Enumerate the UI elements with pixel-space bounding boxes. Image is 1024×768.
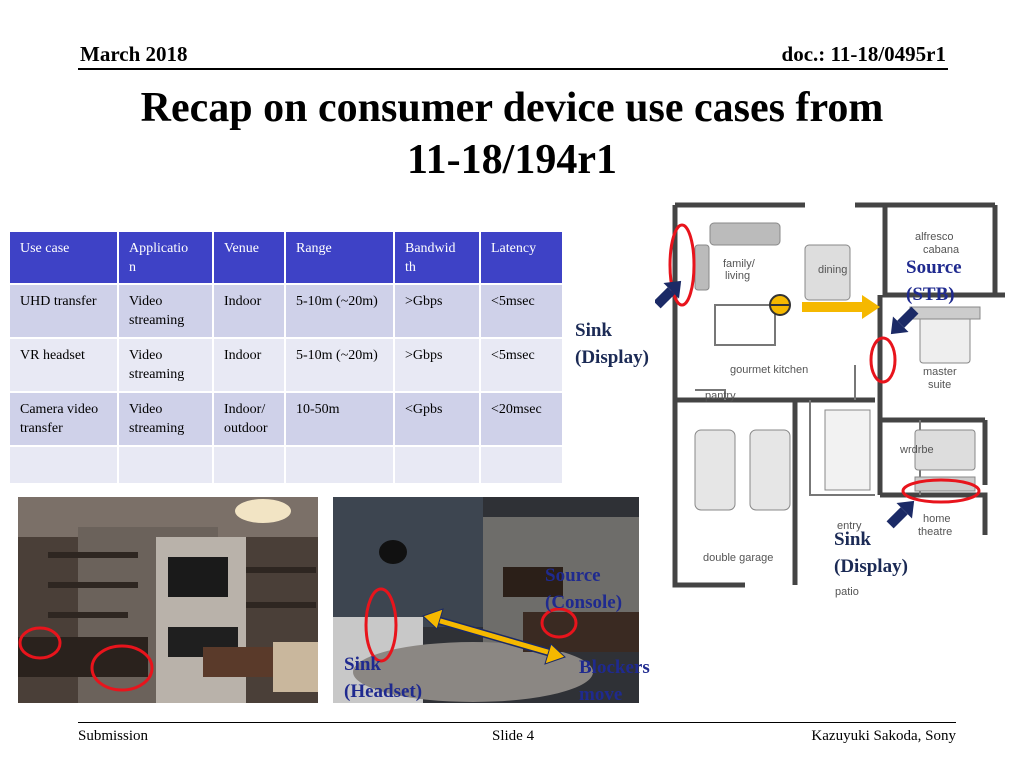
arrow-to-sink-left bbox=[655, 280, 682, 309]
room-label-alfresco: alfresco bbox=[915, 231, 954, 243]
footer-author: Kazuyuki Sakoda, Sony bbox=[811, 728, 956, 744]
table-cell: VR headset bbox=[8, 337, 119, 393]
highlight-console bbox=[540, 607, 578, 639]
sink-display-label-left: Sink (Display) bbox=[575, 320, 649, 368]
table-cell: 5-10m (~20m) bbox=[284, 283, 395, 339]
footer-rule bbox=[78, 722, 956, 723]
table-row-empty bbox=[8, 445, 564, 485]
table-cell: UHD transfer bbox=[8, 283, 119, 339]
room-label-living: living bbox=[725, 270, 750, 282]
floor-plan-walls bbox=[672, 202, 1005, 588]
table-cell: Video streaming bbox=[117, 337, 214, 393]
slide-title-line2: 11-18/194r1 bbox=[407, 137, 617, 183]
arrow-to-source-stb bbox=[890, 306, 919, 335]
table-cell: Indoor bbox=[212, 283, 286, 339]
header-date: March 2018 bbox=[80, 42, 188, 66]
header-doc-number: doc.: 11-18/0495r1 bbox=[781, 42, 946, 66]
room-label-family: family/ bbox=[723, 258, 756, 270]
blockers-move-label: Blockers move bbox=[579, 657, 650, 705]
table-cell: Indoor bbox=[212, 337, 286, 393]
room-label-patio: patio bbox=[835, 586, 859, 598]
table-cell bbox=[479, 445, 564, 485]
sink-display-label-right: Sink (Display) bbox=[834, 529, 908, 577]
table-cell: >Gbps bbox=[393, 283, 481, 339]
table-cell: <5msec bbox=[479, 337, 564, 393]
slide-title-line1: Recap on consumer device use cases from bbox=[140, 85, 884, 131]
living-room-photo bbox=[18, 497, 318, 703]
table-cell: 5-10m (~20m) bbox=[284, 337, 395, 393]
room-label-theatre: theatre bbox=[918, 526, 952, 538]
table-cell: <20msec bbox=[479, 391, 564, 447]
table-cell: 10-50m bbox=[284, 391, 395, 447]
room-label-suite: suite bbox=[928, 379, 951, 391]
gaming-room-photo bbox=[333, 497, 639, 703]
table-cell bbox=[212, 445, 286, 485]
table-cell: >Gbps bbox=[393, 337, 481, 393]
highlight-device-left bbox=[18, 626, 62, 660]
room-label-entry: entry bbox=[837, 520, 862, 532]
highlight-sink-display-right bbox=[901, 478, 981, 504]
room-label-pantry: pantry bbox=[705, 390, 736, 402]
room-label-home: home bbox=[923, 513, 951, 525]
table-cell: Video streaming bbox=[117, 283, 214, 339]
col-header-use-case: Use case bbox=[8, 230, 119, 285]
table-cell: Video streaming bbox=[117, 391, 214, 447]
table-row: VR headset Video streaming Indoor 5-10m … bbox=[8, 337, 564, 393]
room-label-kitchen: gourmet kitchen bbox=[730, 364, 808, 376]
table-cell: Camera video transfer bbox=[8, 391, 119, 447]
table-row: Camera video transfer Video streaming In… bbox=[8, 391, 564, 447]
footer-slide-number: Slide 4 bbox=[492, 728, 535, 744]
col-header-range: Range bbox=[284, 230, 395, 285]
footer-submission: Submission bbox=[78, 728, 149, 744]
floor-plan: alfresco cabana family/ living dining go… bbox=[655, 195, 1005, 617]
table-cell: <Gpbs bbox=[393, 391, 481, 447]
room-label-garage: double garage bbox=[703, 552, 773, 564]
sink-headset-label: Sink (Headset) bbox=[344, 654, 423, 702]
source-stb-label: Source (STB) bbox=[906, 257, 962, 305]
room-label-master: master bbox=[923, 366, 957, 378]
highlight-headset bbox=[364, 587, 398, 663]
highlight-sink-display-left bbox=[668, 223, 696, 307]
person-icon bbox=[769, 294, 791, 316]
header-rule bbox=[78, 68, 948, 70]
col-header-bandwidth: Bandwid th bbox=[393, 230, 481, 285]
room-label-wardrobe: wrdrbe bbox=[899, 444, 934, 456]
col-header-application: Applicatio n bbox=[117, 230, 214, 285]
source-console-label: Source (Console) bbox=[545, 565, 623, 613]
table-row: UHD transfer Video streaming Indoor 5-10… bbox=[8, 283, 564, 339]
table-cell bbox=[393, 445, 481, 485]
highlight-source-stb bbox=[869, 336, 897, 384]
table-cell: Indoor/ outdoor bbox=[212, 391, 286, 447]
arrow-to-sink-right bbox=[886, 500, 915, 529]
col-header-latency: Latency bbox=[479, 230, 564, 285]
table-cell bbox=[284, 445, 395, 485]
table-cell bbox=[117, 445, 214, 485]
movement-arrow bbox=[802, 295, 880, 319]
table-header-row: Use case Applicatio n Venue Range Bandwi… bbox=[8, 230, 564, 285]
use-case-table: Use case Applicatio n Venue Range Bandwi… bbox=[8, 230, 564, 485]
table-cell bbox=[8, 445, 119, 485]
table-cell: <5msec bbox=[479, 283, 564, 339]
room-label-dining: dining bbox=[818, 264, 847, 276]
slide-title: Recap on consumer device use cases from … bbox=[80, 82, 944, 186]
highlight-device-center bbox=[90, 644, 154, 692]
room-label-cabana: cabana bbox=[923, 244, 960, 256]
col-header-venue: Venue bbox=[212, 230, 286, 285]
blocker-arrow bbox=[422, 608, 566, 665]
